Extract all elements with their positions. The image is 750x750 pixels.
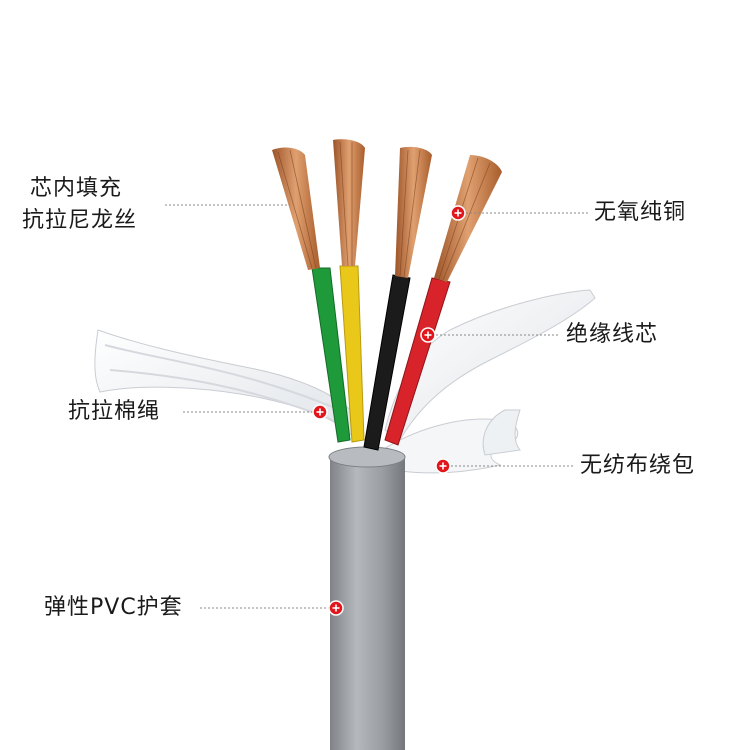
markers: [312, 205, 466, 616]
plus-circle-marker-icon: [312, 404, 328, 420]
plus-circle-marker-icon: [450, 205, 466, 221]
label-nonwoven-wrap: 无纺布绕包: [580, 453, 696, 478]
plus-circle-marker-icon: [328, 600, 344, 616]
label-filler-line2: 抗拉尼龙丝: [22, 208, 138, 233]
label-copper: 无氧纯铜: [594, 200, 687, 225]
pvc-jacket: [328, 446, 406, 750]
label-filler-line1: 芯内填充: [30, 176, 123, 201]
green-core: [311, 267, 351, 443]
label-pvc-jacket: 弹性PVC护套: [44, 595, 183, 620]
label-insulation: 绝缘线芯: [566, 322, 659, 347]
leader-lines: [165, 204, 590, 609]
plus-circle-marker-icon: [435, 458, 451, 474]
plus-circle-marker-icon: [420, 327, 436, 343]
label-cotton-rope: 抗拉棉绳: [68, 399, 161, 424]
copper-strands: [272, 139, 502, 282]
